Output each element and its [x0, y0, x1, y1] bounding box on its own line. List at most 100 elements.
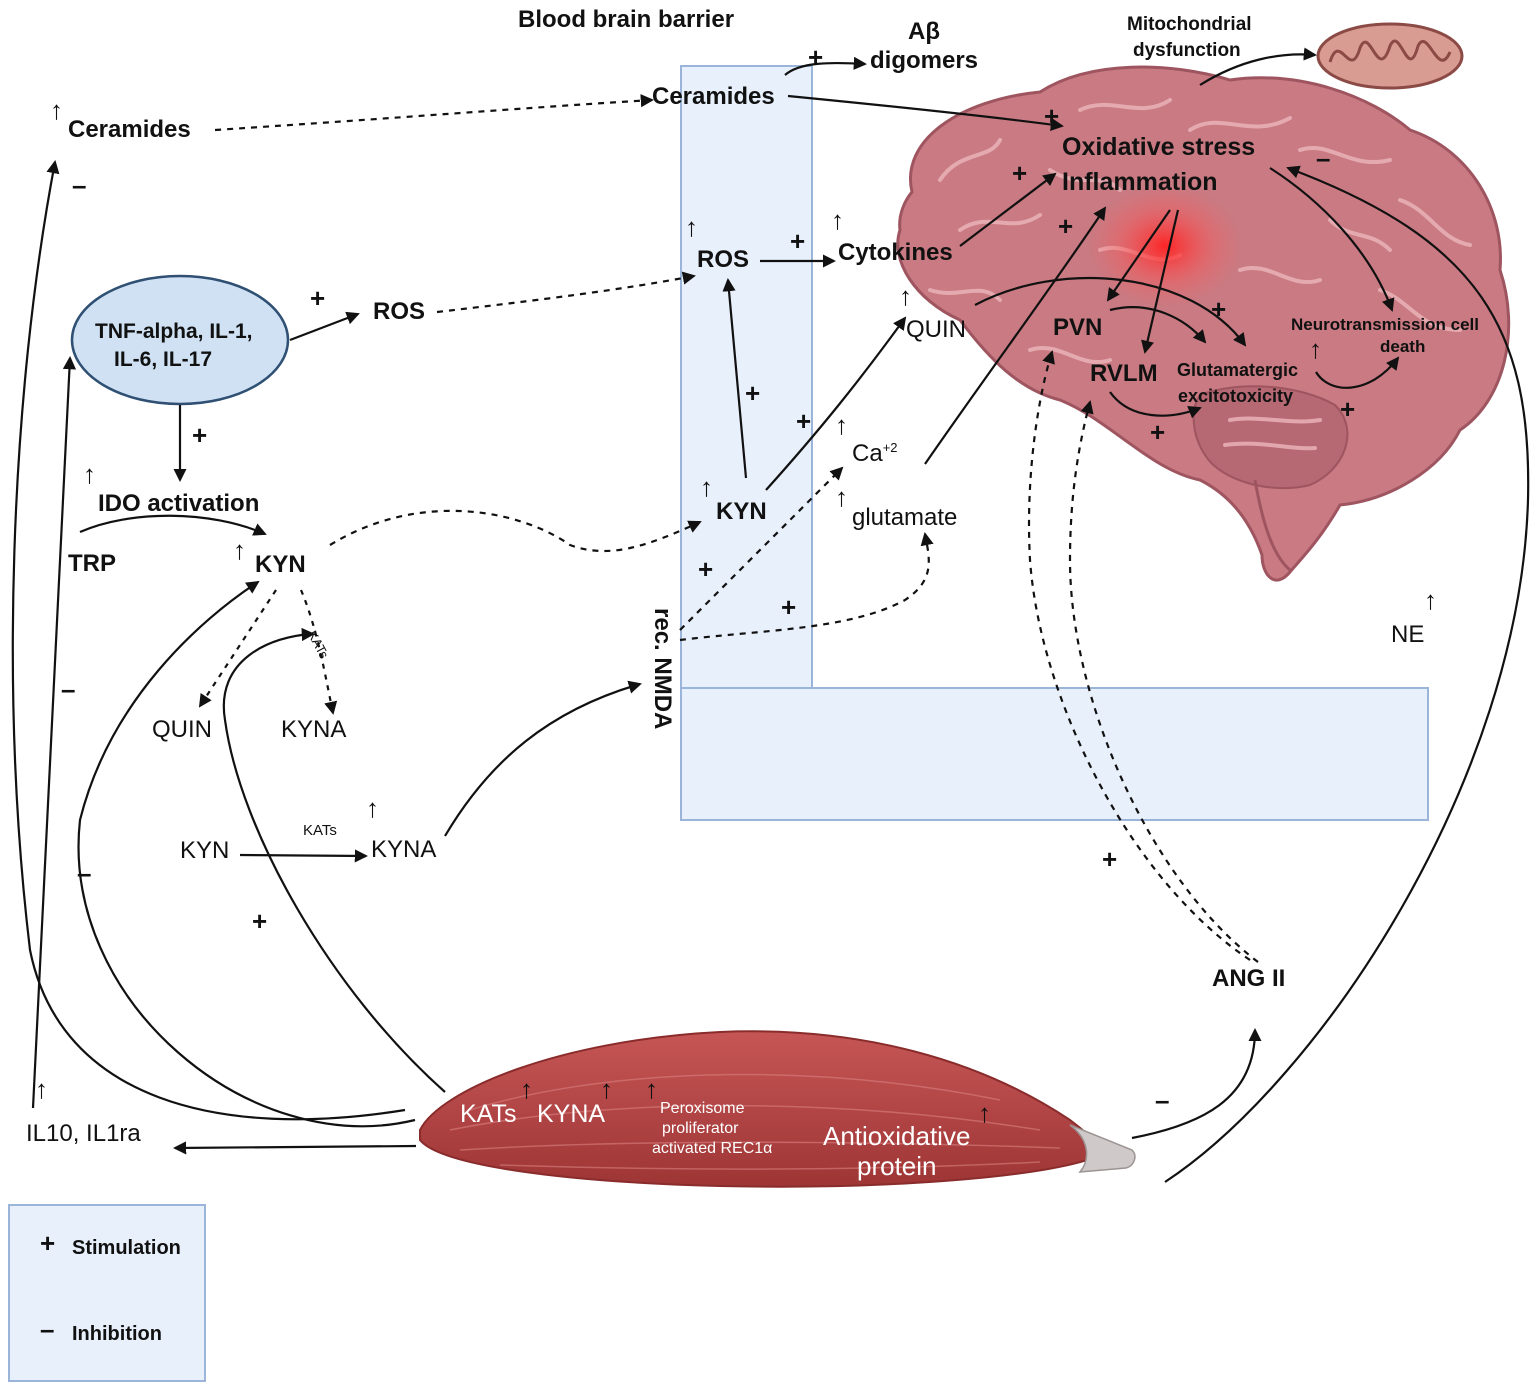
up-arrow-icon: ↑: [50, 95, 63, 125]
glutamatergic-label-line1: Glutamatergic: [1177, 360, 1299, 380]
arrow-kyn-bbb: [329, 509, 702, 553]
pgc-label-line1: Peroxisome: [660, 1100, 745, 1117]
plus-sign: +: [1340, 394, 1356, 424]
ne-label: NE: [1391, 621, 1425, 648]
up-arrow-icon: ↑: [831, 205, 844, 235]
arrow-ne-oxidative: [1164, 165, 1530, 1183]
diagram-title: Blood brain barrier: [518, 6, 735, 33]
arrow-ros-bbb: [436, 271, 696, 314]
minus-sign: –: [61, 674, 76, 704]
arrow-il10-ellipse: [31, 356, 77, 1109]
pgc-label-line3: activated REC1α: [652, 1140, 773, 1157]
up-arrow-icon: ↑: [600, 1074, 613, 1104]
bbb-kyn-label: KYN: [716, 498, 767, 525]
ido-label: IDO activation: [98, 490, 260, 517]
up-arrow-icon: ↑: [1424, 585, 1437, 615]
abeta-label-line2: digomers: [870, 47, 979, 74]
il10-label: IL10, IL1ra: [26, 1120, 141, 1147]
mito-label-line2: dysfunction: [1133, 40, 1241, 61]
glutamatergic-label-line2: excitotoxicity: [1178, 386, 1294, 406]
muscle-kats-label: KATs: [460, 1100, 517, 1128]
pgc-label-line2: proliferator: [662, 1120, 739, 1137]
plus-sign: +: [808, 42, 824, 72]
minus-sign: –: [1316, 143, 1331, 173]
plus-sign: +: [698, 554, 714, 584]
plus-sign: +: [745, 378, 761, 408]
arrow-oxidative-neuro: [1269, 167, 1395, 312]
ang-ii-label: ANG II: [1212, 965, 1286, 992]
arrow-kyn-kyna-lower: [239, 849, 368, 863]
arrow-kyn-ros: [722, 278, 748, 479]
plus-sign: +: [790, 226, 806, 256]
up-arrow-icon: ↑: [978, 1098, 991, 1128]
ros-label: ROS: [373, 298, 426, 325]
bbb-ceramides-label: Ceramides: [652, 83, 775, 110]
cytokines-label: Cytokines: [838, 239, 953, 266]
glutamate-label: glutamate: [852, 504, 958, 531]
up-arrow-icon: ↑: [520, 1074, 533, 1104]
plus-sign: +: [1102, 844, 1118, 874]
ca-label: Ca+2: [852, 440, 898, 467]
up-arrow-icon: ↑: [366, 793, 379, 823]
brain-quin-label: QUIN: [906, 316, 966, 343]
minus-sign: –: [72, 170, 87, 200]
arrow-muscle-kyn: [77, 580, 416, 1128]
legend-stimulation-label: Stimulation: [72, 1237, 181, 1259]
arrow-muscle-kats: [222, 627, 446, 1093]
arrow-pvn-glut: [1109, 306, 1207, 344]
ceramides-label: Ceramides: [68, 116, 191, 143]
kyna-lower-label: KYNA: [371, 836, 437, 863]
antioxidative-label-line1: Antioxidative: [823, 1121, 971, 1151]
plus-sign: +: [1058, 211, 1074, 241]
minus-sign: –: [1155, 1085, 1170, 1115]
arrow-ang-pvn: [1027, 350, 1251, 961]
arrow-rvlm-glut: [1109, 391, 1202, 419]
arrow-tnf-ros: [289, 311, 360, 342]
muscle-illustration: [419, 1030, 1136, 1188]
rvlm-label: RVLM: [1090, 360, 1158, 387]
arrow-glut-neuro: [1315, 356, 1400, 389]
arrow-nmda-glutamate: [679, 532, 934, 642]
plus-sign: +: [1150, 417, 1166, 447]
arrow-muscle-il10: [173, 1141, 417, 1155]
abeta-label-line1: Aβ: [908, 18, 940, 45]
arrow-inflammation-rvlm: [1141, 209, 1180, 354]
arrow-cytokines-inflammation: [959, 172, 1057, 247]
oxidative-stress-label: Oxidative stress: [1062, 133, 1256, 161]
legend: + Stimulation – Inhibition: [8, 1204, 206, 1382]
quin-label: QUIN: [152, 716, 212, 743]
tnf-label-line1: TNF-alpha, IL-1,: [95, 320, 253, 343]
arrow-kyn-quin: [198, 589, 277, 708]
neurotransmission-label-line2: death: [1380, 337, 1426, 356]
kyn-lower-label: KYN: [180, 837, 230, 864]
arrow-ang-rvlm: [1068, 400, 1259, 963]
mito-label-line1: Mitochondrial: [1127, 14, 1252, 35]
neurotransmission-label-line1: Neurotransmission cell: [1291, 315, 1480, 334]
arrow-muscle-ang: [1131, 1028, 1262, 1140]
inflammation-label: Inflammation: [1062, 168, 1218, 196]
arrow-quin-glutamatergic: [974, 276, 1247, 347]
antioxidative-label-line2: protein: [857, 1151, 937, 1181]
up-arrow-icon: ↑: [645, 1074, 658, 1104]
arrow-muscle-ceramides: [11, 160, 406, 1121]
plus-sign: +: [1211, 294, 1227, 324]
bbb-horizontal: [680, 687, 1429, 821]
legend-plus-symbol: +: [40, 1228, 56, 1258]
trp-label: TRP: [68, 550, 116, 577]
arrow-ceramides-oxidative: [787, 94, 1064, 132]
bbb-ros-label: ROS: [697, 246, 750, 273]
up-arrow-icon: ↑: [233, 535, 246, 565]
up-arrow-icon: ↑: [83, 459, 96, 489]
legend-minus-symbol: –: [40, 1314, 55, 1344]
plus-sign: +: [781, 592, 797, 622]
up-arrow-icon: ↑: [899, 281, 912, 311]
plus-sign: +: [796, 406, 812, 436]
up-arrow-icon: ↑: [685, 212, 698, 242]
arrow-glutamate-inflammation: [924, 206, 1107, 465]
minus-sign: –: [77, 858, 92, 888]
plus-sign: +: [1044, 101, 1060, 131]
nmda-label: rec. NMDA: [649, 608, 676, 730]
plus-sign: +: [1012, 158, 1028, 188]
muscle-kyna-label: KYNA: [537, 1100, 606, 1128]
arrow-ceramides-bbb: [214, 94, 654, 132]
